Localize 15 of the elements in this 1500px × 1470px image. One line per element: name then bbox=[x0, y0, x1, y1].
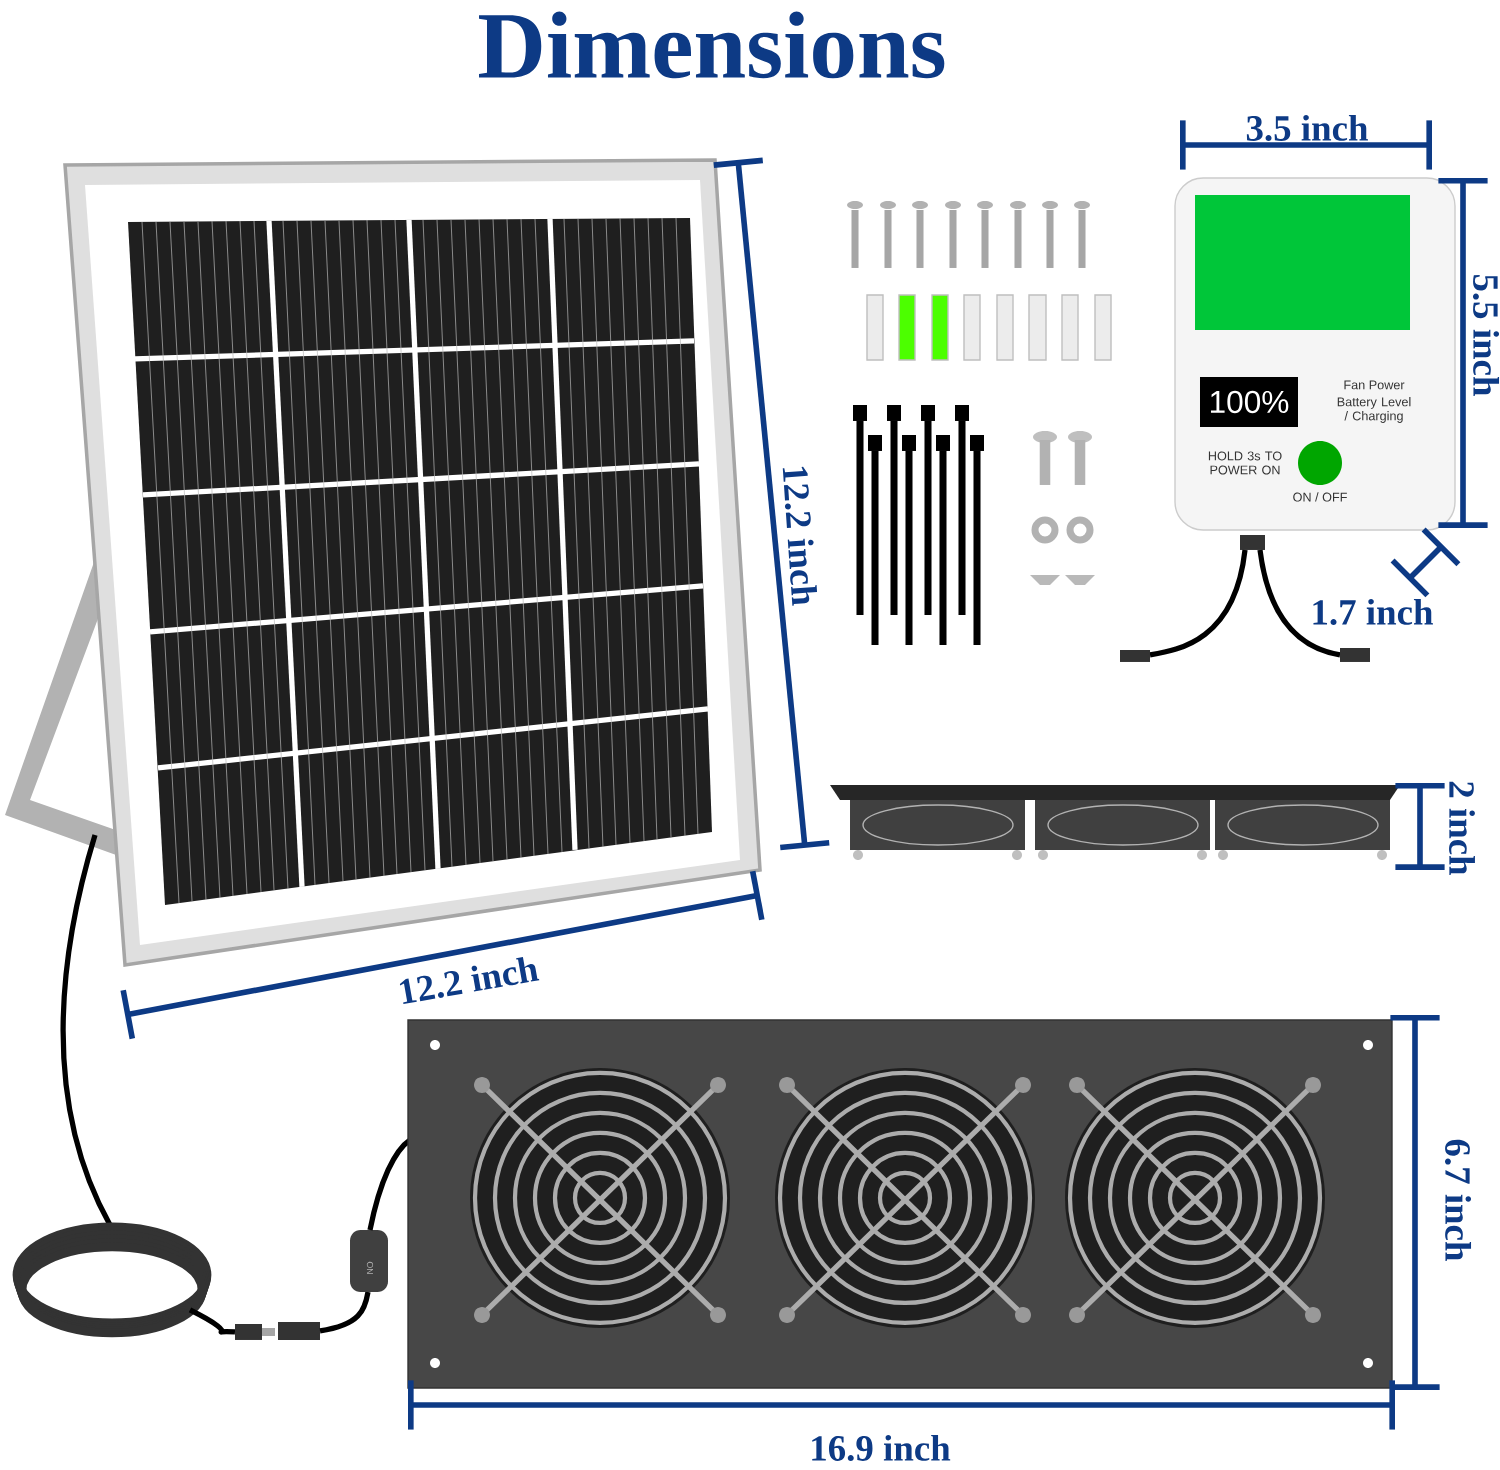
dimension-label: 2 inch bbox=[1449, 781, 1475, 876]
dimension-label: 16.9 inch bbox=[812, 1434, 951, 1461]
switch-text: ON bbox=[366, 1261, 374, 1274]
dimension-label: 12.2 inch bbox=[782, 466, 818, 606]
dimension-label: 5.5 inch bbox=[1472, 274, 1500, 396]
dimension-label: 1.7 inch bbox=[1313, 598, 1433, 625]
control-text: Battery Level / Charging bbox=[1337, 397, 1411, 423]
dimension-label: 6.7 inch bbox=[1444, 1139, 1472, 1261]
control-text: ON / OFF bbox=[1293, 492, 1347, 502]
dimension-label: 12.2 inch bbox=[399, 957, 540, 1005]
display-readout: 100% bbox=[1211, 390, 1289, 414]
title: Dimensions bbox=[479, 11, 945, 79]
control-text: HOLD 3s TO POWER ON bbox=[1208, 451, 1282, 475]
control-text: Fan Power bbox=[1344, 380, 1405, 390]
dimension-label: 3.5 inch bbox=[1246, 114, 1368, 141]
